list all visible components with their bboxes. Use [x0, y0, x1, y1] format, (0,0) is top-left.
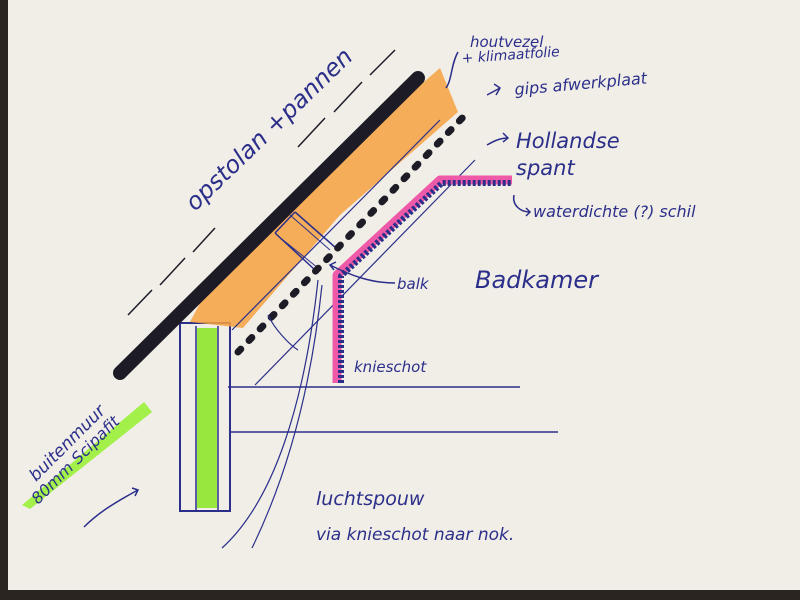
insulation-label-2: + klimaatfolie [461, 44, 560, 67]
arrow-icon [486, 83, 501, 96]
annotation-arrows [83, 51, 532, 528]
truss-label-2: spant [516, 156, 575, 180]
air-flow [221, 279, 323, 549]
wall-insulation [197, 328, 217, 508]
hollandse-spant [332, 175, 512, 383]
truss-label-1: Hollandse [516, 129, 620, 153]
roof-insulation [190, 68, 458, 328]
waterproof-shell [332, 175, 512, 383]
structure-lines [228, 119, 558, 433]
kneewall-label: knieschot [354, 358, 427, 376]
highlight-mark [22, 402, 152, 509]
rafter-box [274, 211, 337, 271]
shell-label: waterdichte (?) schil [533, 202, 696, 221]
room-label: Badkamer [475, 266, 600, 294]
arrow-icon [512, 194, 532, 217]
insulation-label-1: houtvezel [470, 33, 544, 51]
outer-wall [179, 322, 231, 512]
air-label-2: via knieschot naar nok. [316, 525, 514, 545]
air-flow-curve-1 [221, 279, 319, 549]
beam-label: balk [397, 275, 430, 293]
roof-tiles [113, 49, 425, 380]
arrow-icon [83, 487, 140, 528]
arrow-icon [486, 132, 510, 146]
table-edge [0, 0, 8, 600]
gypsum-board [234, 108, 472, 356]
arrow-icon [328, 261, 396, 284]
arrow-icon [445, 51, 459, 89]
air-label-1: luchtspouw [316, 488, 425, 510]
air-flow-curve-2 [251, 284, 323, 549]
